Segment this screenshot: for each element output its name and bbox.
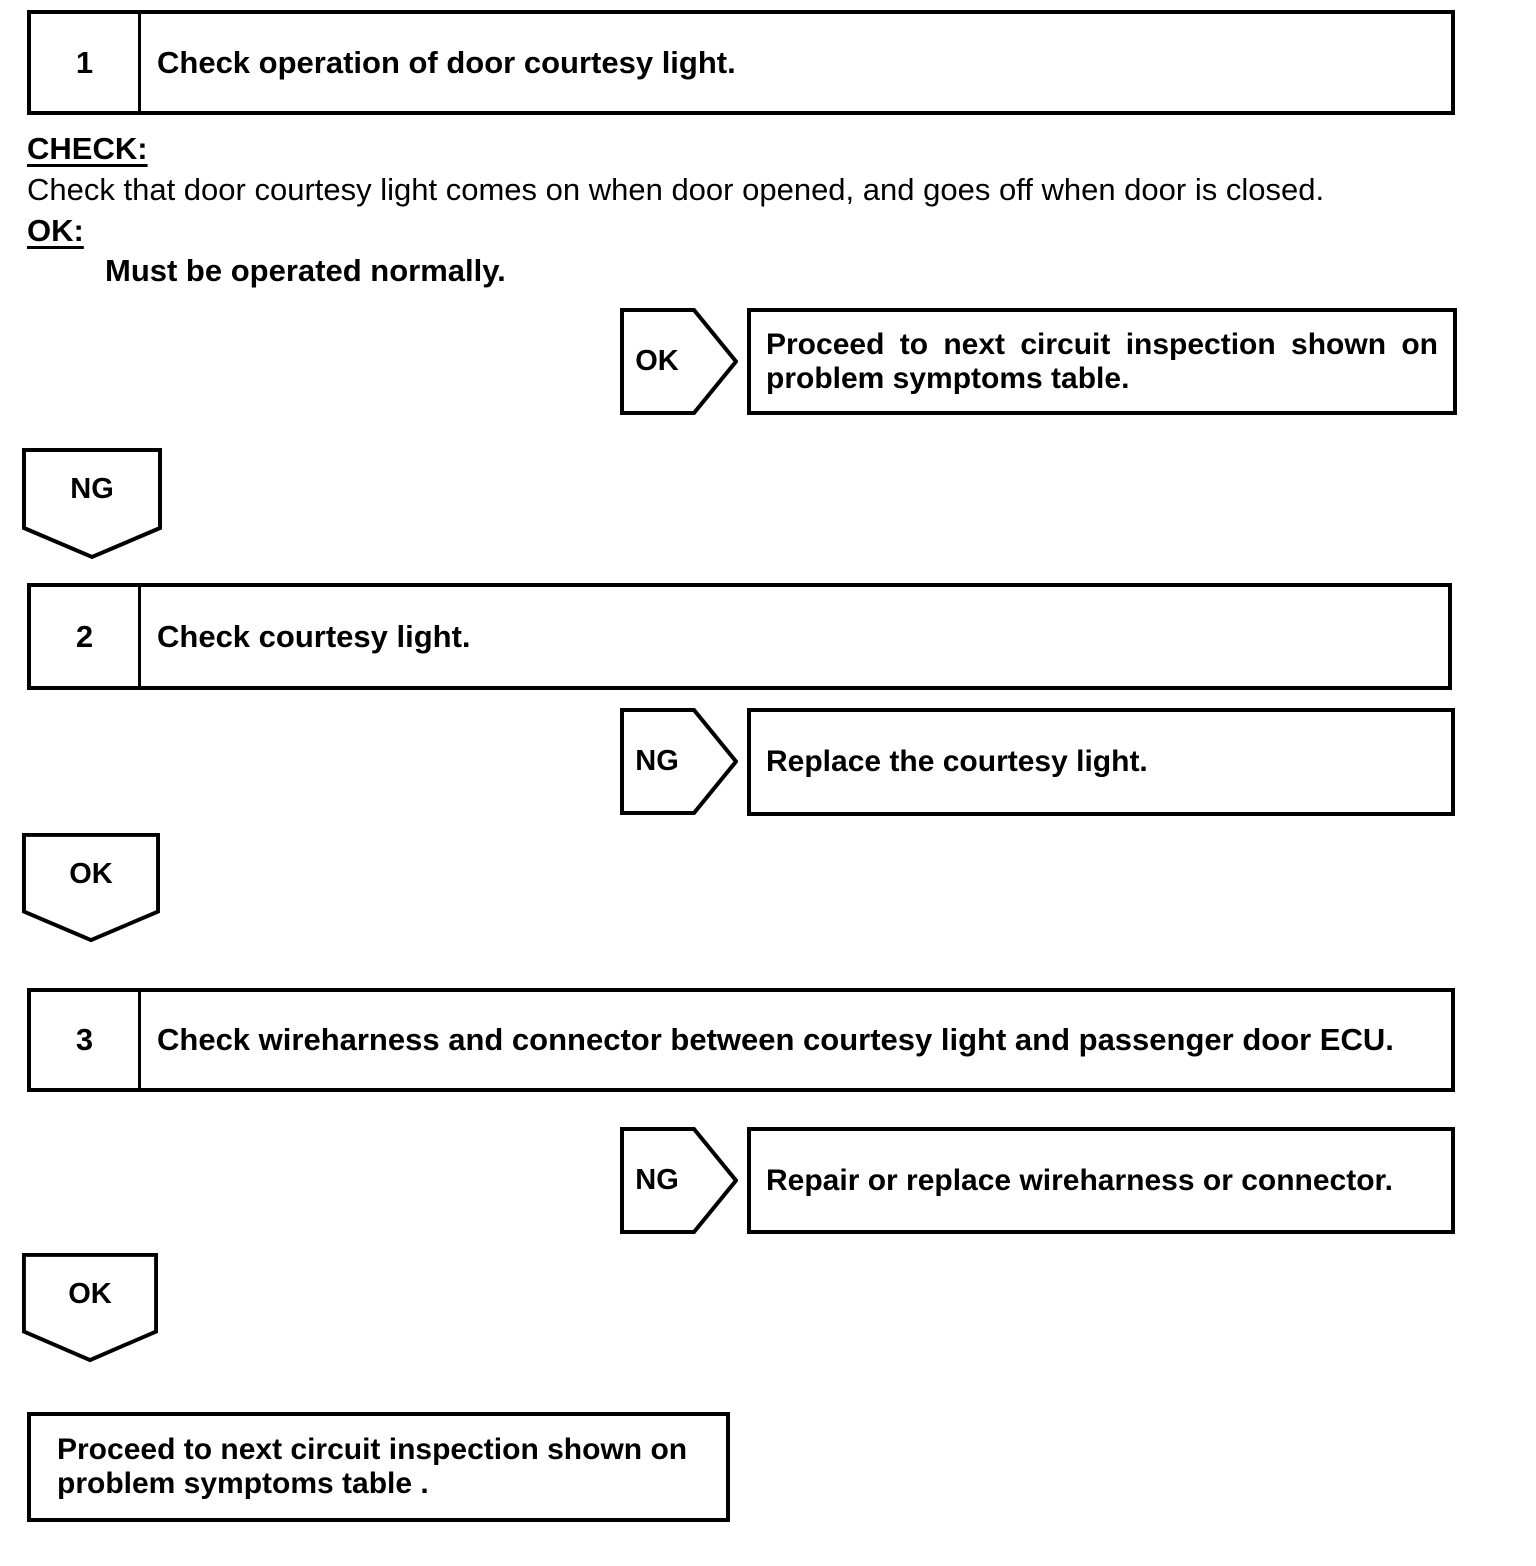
ok-connector-down-2: OK	[22, 1253, 158, 1363]
branch-1-tag-label: OK	[635, 345, 679, 377]
step-2-title: Check courtesy light.	[157, 618, 471, 654]
ok-instruction: Must be operated normally.	[105, 253, 506, 288]
step-3-box: 3 Check wireharness and connector betwee…	[27, 988, 1455, 1092]
down-pentagon-shape	[22, 833, 160, 943]
ok-connector-2-label: OK	[68, 1277, 112, 1310]
down-pentagon-shape	[22, 1253, 158, 1363]
final-result-box: Proceed to next circuit inspection shown…	[27, 1412, 730, 1522]
branch-3-tag-label: NG	[635, 1164, 679, 1196]
ok-connector-1-label: OK	[69, 857, 113, 890]
step-1-title: Check operation of door courtesy light.	[157, 44, 736, 80]
result-box-3: Repair or replace wireharness or connect…	[747, 1127, 1455, 1234]
step-3-number: 3	[31, 992, 141, 1088]
result-box-1: Proceed to next circuit inspection shown…	[747, 308, 1457, 415]
right-pentagon-shape	[620, 308, 738, 415]
step-2-number: 2	[31, 587, 141, 686]
right-pentagon-shape	[620, 708, 738, 815]
check-description: Check that door courtesy light comes on …	[27, 172, 1325, 207]
result-2-text: Replace the courtesy light.	[766, 745, 1148, 778]
final-result-text: Proceed to next circuit inspection shown…	[57, 1433, 688, 1500]
step-2-box: 2 Check courtesy light.	[27, 583, 1452, 690]
result-1-text: Proceed to next circuit inspection shown…	[766, 327, 1438, 395]
check-heading: CHECK:	[27, 131, 148, 166]
down-pentagon-shape	[22, 448, 162, 560]
ng-connector-down-1: NG	[22, 448, 162, 560]
right-pentagon-shape	[620, 1127, 738, 1234]
result-box-2: Replace the courtesy light.	[747, 708, 1455, 816]
step-1-number: 1	[31, 14, 141, 111]
ok-branch-arrow-1: OK	[620, 308, 738, 415]
ng-branch-arrow-1: NG	[620, 708, 738, 815]
step-3-title: Check wireharness and connector between …	[157, 1022, 1394, 1057]
step-1-box: 1 Check operation of door courtesy light…	[27, 10, 1455, 115]
ok-connector-down-1: OK	[22, 833, 160, 943]
ok-heading: OK:	[27, 213, 84, 248]
branch-2-tag-label: NG	[635, 745, 679, 777]
ng-connector-1-label: NG	[70, 472, 114, 505]
ng-branch-arrow-2: NG	[620, 1127, 738, 1234]
result-3-text: Repair or replace wireharness or connect…	[766, 1163, 1393, 1197]
